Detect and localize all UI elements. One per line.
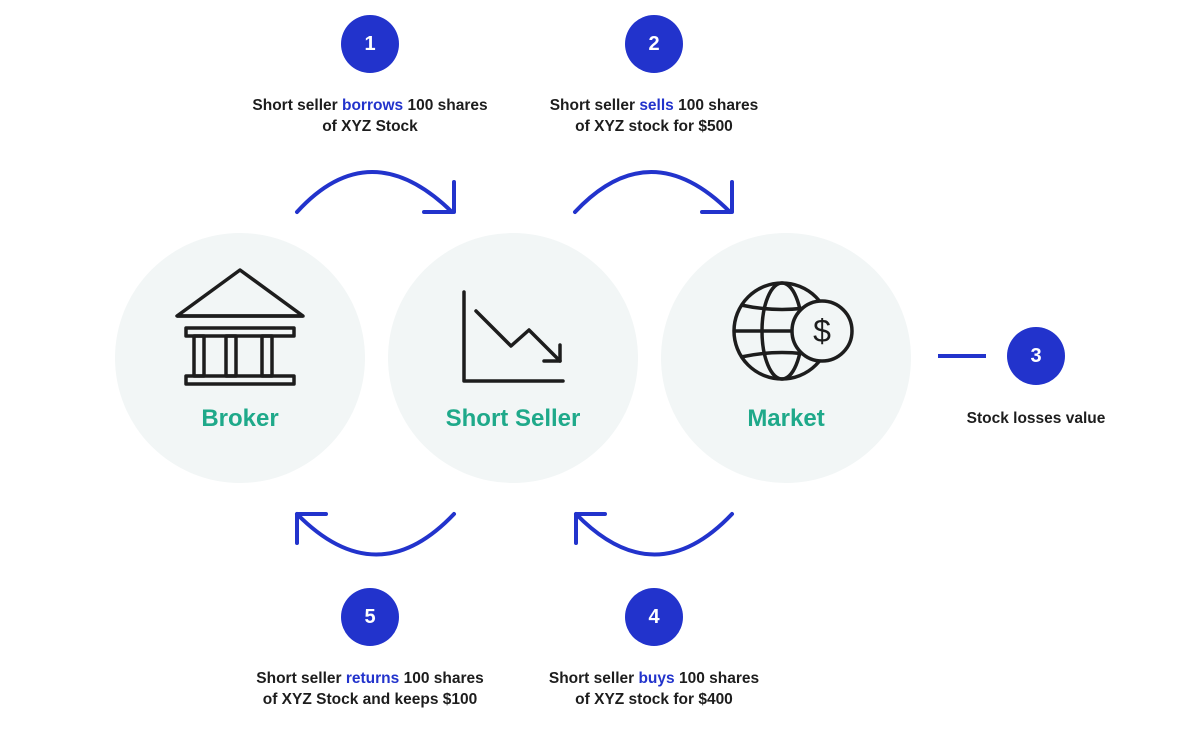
market-node bbox=[661, 233, 911, 483]
step-2-highlight: sells bbox=[639, 97, 674, 114]
step-2-caption: Short seller sells 100 shares of XYZ sto… bbox=[504, 95, 804, 137]
step-1-text-after: 100 shares bbox=[403, 97, 488, 114]
globe-dollar-icon: $ bbox=[732, 281, 854, 381]
arrow-seller-to-market bbox=[573, 170, 734, 214]
market-label: Market bbox=[747, 405, 825, 432]
short-seller-node bbox=[388, 233, 638, 483]
step-5-text-before: Short seller bbox=[256, 670, 346, 687]
step-2-text-before: Short seller bbox=[549, 97, 640, 114]
svg-text:$: $ bbox=[813, 313, 831, 349]
step-4-badge: 4 bbox=[625, 588, 683, 646]
bank-icon bbox=[175, 268, 305, 386]
step-5-text-after: 100 shares bbox=[399, 670, 484, 687]
step-1-text-before: Short seller bbox=[252, 97, 342, 114]
step-5-highlight: returns bbox=[345, 670, 400, 687]
step-5-caption: Short seller returns 100 shares of XYZ S… bbox=[220, 668, 520, 710]
arrow-broker-to-seller bbox=[295, 170, 456, 214]
step-3-caption: Stock losses value bbox=[966, 410, 1106, 427]
step-5-line2: of XYZ Stock and keeps $100 bbox=[262, 691, 478, 708]
step-4-highlight: buys bbox=[638, 670, 675, 687]
step-4-text-after: 100 shares bbox=[674, 670, 760, 687]
step-1-highlight: borrows bbox=[341, 97, 404, 114]
chart-down-icon bbox=[462, 290, 565, 383]
step-1-badge: 1 bbox=[341, 15, 399, 73]
step-1-line2: of XYZ Stock bbox=[322, 118, 418, 135]
broker-node bbox=[115, 233, 365, 483]
arrow-seller-to-broker bbox=[295, 512, 456, 557]
broker-label: Broker bbox=[201, 405, 279, 432]
step-2-badge: 2 bbox=[625, 15, 683, 73]
step-4-caption: Short seller buys 100 shares of XYZ stoc… bbox=[504, 668, 804, 710]
step-4-line2: of XYZ stock for $400 bbox=[575, 691, 733, 708]
step-1-caption: Short seller borrows 100 shares of XYZ S… bbox=[220, 95, 520, 137]
step-5-badge: 5 bbox=[341, 588, 399, 646]
step-3-badge: 3 bbox=[1007, 327, 1065, 385]
step-2-text-after: 100 shares bbox=[673, 97, 759, 114]
step-4-text-before: Short seller bbox=[548, 670, 639, 687]
short-seller-label: Short Seller bbox=[445, 405, 581, 432]
step-2-line2: of XYZ stock for $500 bbox=[575, 118, 733, 135]
arrow-market-to-seller bbox=[574, 512, 734, 557]
